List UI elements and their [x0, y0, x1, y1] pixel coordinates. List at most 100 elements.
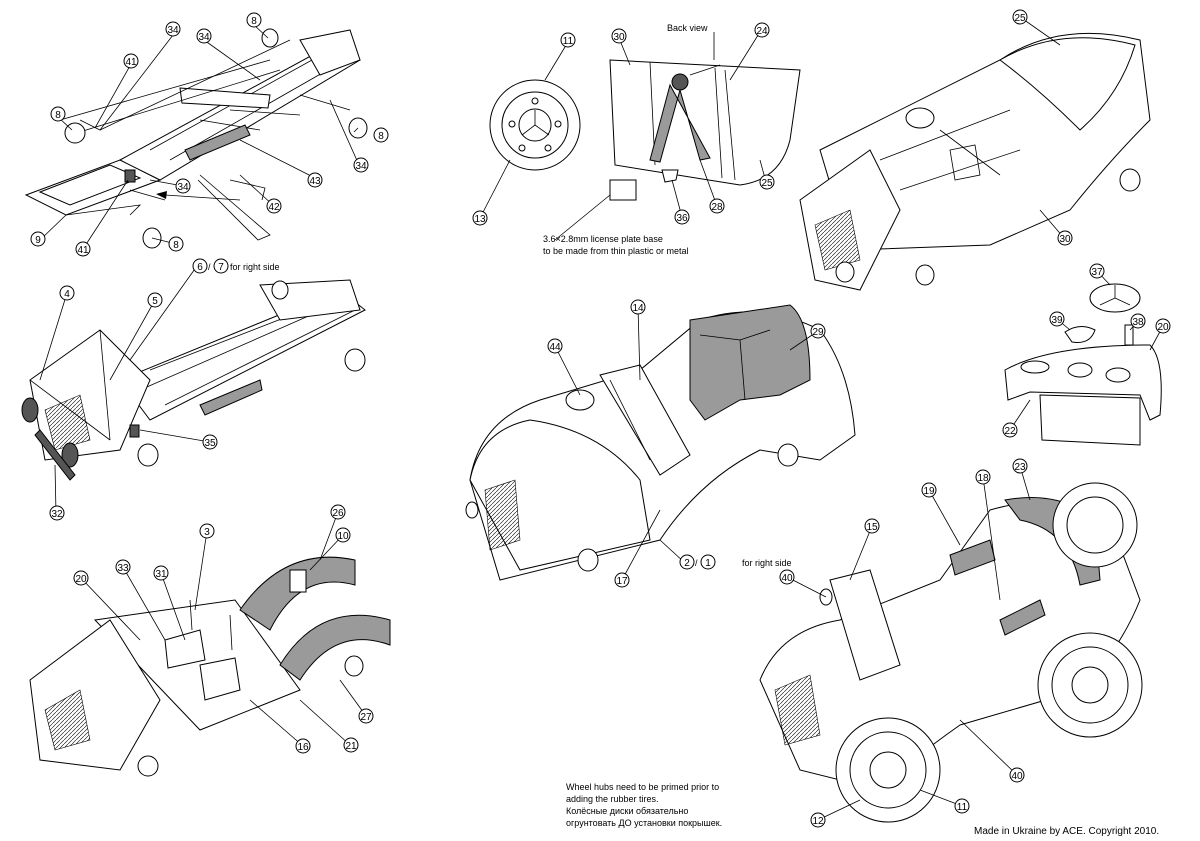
- note-slash-2-1: /: [695, 558, 698, 568]
- step-chassis-hood: [21, 279, 366, 481]
- copyright: Made in Ukraine by ACE. Copyright 2010.: [974, 826, 1159, 837]
- step-dashboard: [1004, 283, 1162, 446]
- leader-lines: [39, 16, 1164, 821]
- svg-text:41: 41: [77, 245, 89, 256]
- callout-22: 22: [1002, 422, 1018, 438]
- callout-8c: 8: [373, 127, 389, 143]
- callout-30a: 30: [611, 28, 627, 44]
- svg-text:27: 27: [360, 712, 372, 723]
- svg-text:26: 26: [332, 508, 344, 519]
- svg-text:21: 21: [345, 741, 357, 752]
- svg-text:28: 28: [711, 202, 723, 213]
- callout-18: 18: [975, 469, 991, 485]
- callout-37: 37: [1089, 263, 1105, 279]
- svg-text:24: 24: [756, 26, 768, 37]
- callout-41a: 41: [123, 53, 139, 69]
- callout-40b: 40: [1009, 767, 1025, 783]
- svg-text:30: 30: [613, 32, 625, 43]
- callout-11a: 11: [560, 32, 576, 48]
- svg-text:13: 13: [474, 214, 486, 225]
- svg-text:20: 20: [75, 574, 87, 585]
- callout-25b: 25: [1012, 9, 1028, 25]
- callout-35: 35: [202, 434, 218, 450]
- callout-34b: 34: [196, 28, 212, 44]
- note-plate-line1: 3.6×2.8mm license plate base: [543, 234, 663, 244]
- svg-text:30: 30: [1059, 234, 1071, 245]
- callout-34d: 34: [175, 178, 191, 194]
- callout-23: 23: [1012, 458, 1028, 474]
- callout-8d: 8: [168, 236, 184, 252]
- svg-text:37: 37: [1091, 267, 1103, 278]
- svg-text:36: 36: [676, 213, 688, 224]
- callout-24: 24: [754, 22, 770, 38]
- step-floor-fenders: [29, 556, 391, 777]
- step-body-center: [465, 304, 856, 581]
- svg-text:1: 1: [705, 558, 711, 569]
- svg-text:34: 34: [198, 32, 210, 43]
- callout-33: 33: [115, 559, 131, 575]
- svg-text:14: 14: [632, 303, 644, 314]
- note-hubs-line2: adding the rubber tires.: [566, 794, 659, 804]
- svg-text:11: 11: [563, 36, 574, 47]
- svg-text:34: 34: [355, 161, 367, 172]
- step-windshield-back: [489, 59, 801, 201]
- svg-text:16: 16: [297, 742, 309, 753]
- step-body-rear: [799, 32, 1151, 291]
- callout-3: 3: [199, 523, 215, 539]
- svg-text:11: 11: [957, 802, 968, 813]
- note-right-side-2-1: for right side: [742, 558, 792, 568]
- callout-29: 29: [810, 323, 826, 339]
- callout-20b: 20: [73, 570, 89, 586]
- callout-25a: 25: [759, 174, 775, 190]
- svg-text:8: 8: [55, 110, 61, 121]
- svg-text:25: 25: [1014, 13, 1026, 24]
- svg-text:40: 40: [1011, 771, 1023, 782]
- note-plate-line2: to be made from thin plastic or metal: [543, 246, 689, 256]
- svg-text:32: 32: [51, 509, 63, 520]
- callout-20a: 20: [1155, 318, 1171, 334]
- note-hubs-line1: Wheel hubs need to be primed prior to: [566, 782, 719, 792]
- callout-1: 1: [700, 554, 716, 570]
- svg-text:31: 31: [155, 569, 167, 580]
- callout-11b: 11: [954, 798, 970, 814]
- callout-34c: 34: [353, 157, 369, 173]
- callout-40a: 40: [779, 569, 795, 585]
- callout-19: 19: [921, 482, 937, 498]
- callout-17: 17: [614, 572, 630, 588]
- svg-text:33: 33: [117, 563, 129, 574]
- svg-text:3: 3: [204, 527, 210, 538]
- callout-31: 31: [153, 565, 169, 581]
- callout-27: 27: [358, 708, 374, 724]
- svg-text:29: 29: [812, 327, 824, 338]
- svg-text:5: 5: [152, 296, 158, 307]
- svg-text:25: 25: [761, 178, 773, 189]
- svg-text:35: 35: [204, 438, 216, 449]
- callout-14: 14: [630, 299, 646, 315]
- svg-text:8: 8: [173, 240, 179, 251]
- svg-text:38: 38: [1132, 317, 1144, 328]
- svg-text:23: 23: [1014, 462, 1026, 473]
- callout-21: 21: [343, 737, 359, 753]
- callout-42: 42: [266, 198, 282, 214]
- svg-text:6: 6: [197, 262, 203, 273]
- callout-8b: 8: [50, 106, 66, 122]
- svg-text:43: 43: [309, 176, 321, 187]
- callout-44: 44: [547, 338, 563, 354]
- svg-text:2: 2: [684, 558, 690, 569]
- callout-32: 32: [49, 505, 65, 521]
- svg-text:10: 10: [337, 531, 349, 542]
- note-back-view: Back view: [667, 23, 708, 33]
- callout-28: 28: [709, 198, 725, 214]
- svg-text:8: 8: [378, 131, 384, 142]
- svg-text:12: 12: [812, 816, 824, 827]
- callout-36: 36: [674, 209, 690, 225]
- callout-34a: 34: [165, 21, 181, 37]
- callout-39: 39: [1049, 311, 1065, 327]
- callout-26: 26: [330, 504, 346, 520]
- callout-38: 38: [1130, 313, 1146, 329]
- callouts: 34 8 34 41 8 8 34 43 34 9 41 8 42 11 30 …: [30, 9, 1171, 828]
- svg-text:22: 22: [1004, 426, 1016, 437]
- note-hubs-line4: огрунтовать ДО установки покрышек.: [566, 818, 722, 828]
- note-right-side-6-7: for right side: [230, 262, 280, 272]
